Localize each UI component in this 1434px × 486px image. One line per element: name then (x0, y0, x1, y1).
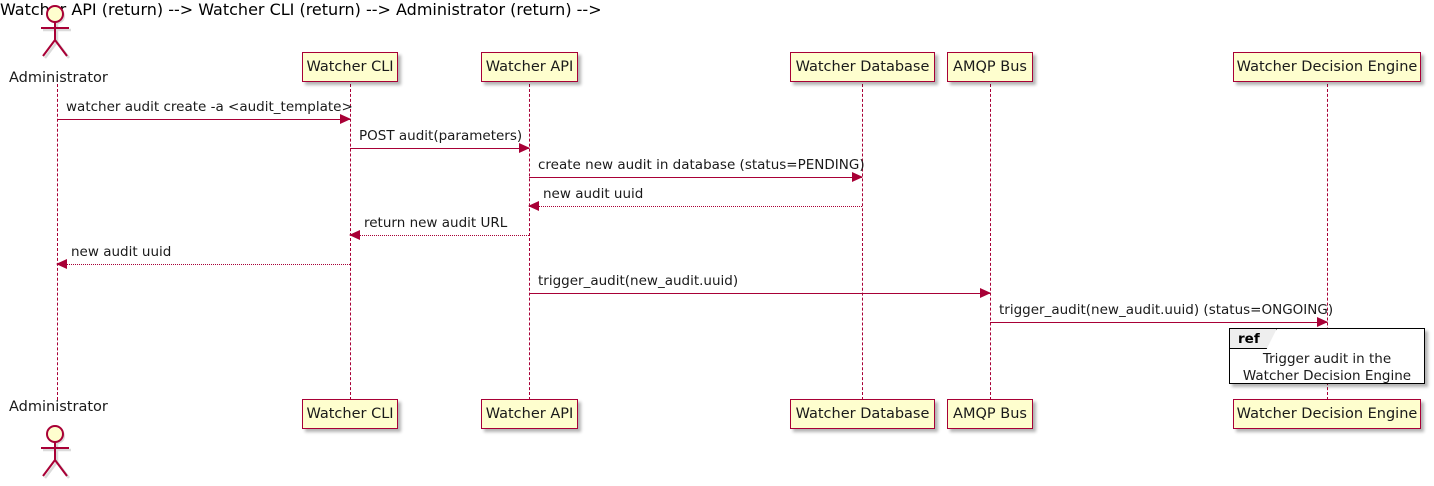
message-label: trigger_audit(new_audit.uuid) (status=ON… (999, 302, 1334, 318)
lifeline-amqp-bus (990, 84, 991, 400)
participant-label: AMQP Bus (953, 405, 1027, 422)
participant-label: Watcher API (485, 58, 574, 75)
message-line (990, 322, 1327, 323)
message-line (529, 293, 990, 294)
arrowhead-icon (980, 288, 991, 298)
message-label: return new audit URL (364, 215, 508, 231)
participant-watcher-cli-bottom[interactable]: Watcher CLI (302, 399, 398, 429)
message-label: watcher audit create -a <audit_template> (66, 99, 353, 115)
message-label: new audit uuid (543, 186, 644, 202)
message-line (529, 206, 862, 207)
participant-watcher-database-bottom[interactable]: Watcher Database (790, 399, 935, 429)
participant-label: Watcher CLI (306, 58, 394, 75)
lifeline-watcher-decision-engine (1327, 84, 1328, 400)
actor-figure-icon (41, 425, 71, 479)
ref-fragment: ref Trigger audit in the Watcher Decisio… (1229, 328, 1425, 384)
message-line (57, 119, 350, 120)
message-line (350, 235, 529, 236)
message-line (350, 148, 529, 149)
message-label: trigger_audit(new_audit.uuid) (538, 273, 739, 289)
participant-label: Watcher Decision Engine (1236, 405, 1418, 422)
lifeline-watcher-cli (350, 84, 351, 400)
ref-fragment-keyword: ref (1230, 329, 1277, 349)
arrowhead-icon (1317, 317, 1328, 327)
arrowhead-icon (852, 172, 863, 182)
message-label: new audit uuid (71, 244, 172, 260)
message-label: POST audit(parameters) (359, 128, 523, 144)
actor-label-administrator-bottom: Administrator (9, 399, 108, 415)
participant-watcher-decision-engine-top[interactable]: Watcher Decision Engine (1233, 52, 1421, 82)
participant-label: Watcher CLI (306, 405, 394, 422)
message-line (57, 264, 350, 265)
lifeline-watcher-database (862, 84, 863, 400)
arrowhead-icon (349, 230, 360, 240)
ref-fragment-body: Trigger audit in the Watcher Decision En… (1230, 351, 1424, 385)
participant-watcher-database-top[interactable]: Watcher Database (790, 52, 935, 82)
participant-label: AMQP Bus (953, 58, 1027, 75)
arrowhead-icon (519, 143, 530, 153)
message-label: create new audit in database (status=PEN… (538, 157, 865, 173)
actor-label-administrator-top: Administrator (9, 70, 108, 86)
message-line (529, 177, 862, 178)
participant-watcher-cli-top[interactable]: Watcher CLI (302, 52, 398, 82)
participant-amqp-bus-bottom[interactable]: AMQP Bus (947, 399, 1033, 429)
participant-watcher-api-top[interactable]: Watcher API (481, 52, 578, 82)
participant-label: Watcher Decision Engine (1236, 58, 1418, 75)
ref-fragment-line-2: Watcher Decision Engine (1242, 368, 1412, 384)
participant-label: Watcher Database (795, 58, 930, 75)
lifeline-watcher-api (529, 84, 530, 400)
participant-watcher-decision-engine-bottom[interactable]: Watcher Decision Engine (1233, 399, 1421, 429)
participant-label: Watcher API (485, 405, 574, 422)
participant-amqp-bus-top[interactable]: AMQP Bus (947, 52, 1033, 82)
participant-label: Watcher Database (795, 405, 930, 422)
participant-watcher-api-bottom[interactable]: Watcher API (481, 399, 578, 429)
arrowhead-icon (528, 201, 539, 211)
lifeline-administrator (57, 84, 58, 400)
actor-administrator-bottom (33, 424, 81, 480)
actor-administrator-top (33, 4, 81, 60)
arrowhead-icon (56, 259, 67, 269)
ref-fragment-line-1: Trigger audit in the (1262, 351, 1392, 367)
arrowhead-icon (340, 114, 351, 124)
actor-figure-icon (41, 5, 71, 59)
